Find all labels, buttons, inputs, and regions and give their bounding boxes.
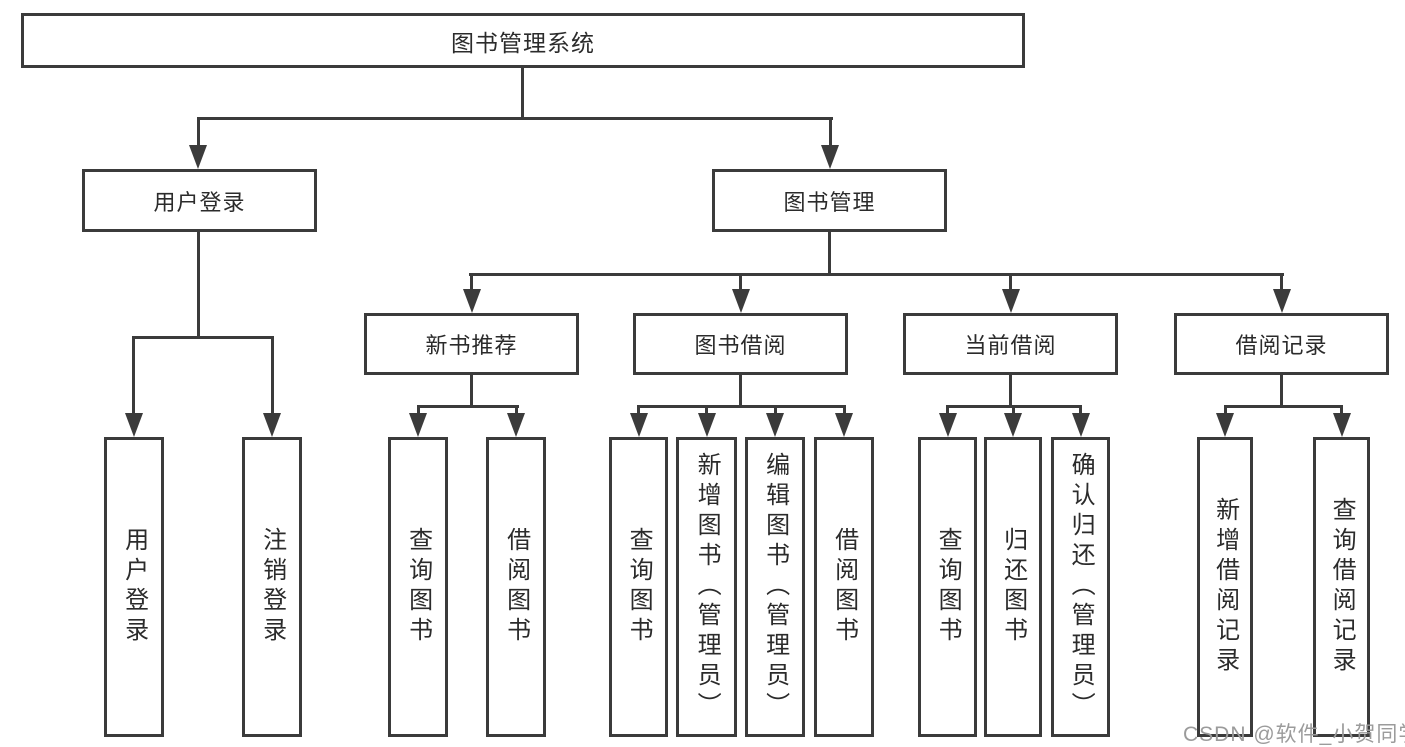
connector-stem bbox=[1079, 405, 1082, 415]
connector-root-trunk bbox=[521, 68, 524, 119]
connector-userlogin-trunk bbox=[197, 232, 200, 336]
connector-currentborrow-trunk bbox=[1009, 375, 1012, 407]
node-book-borrow: 图书借阅 bbox=[633, 313, 848, 375]
csdn-watermark: CSDN @软件_小贺同学 bbox=[1183, 723, 1405, 746]
node-label: 图书管理系统 bbox=[451, 29, 595, 56]
leaf-label: 查询图书 bbox=[934, 527, 962, 647]
leaf-newbook-query-books: 查询图书 bbox=[388, 437, 448, 737]
node-label: 图书管理 bbox=[783, 189, 876, 215]
leaf-label: 归还图书 bbox=[999, 527, 1027, 647]
node-book-management: 图书管理 bbox=[712, 169, 947, 232]
arrowhead-down-icon bbox=[1004, 413, 1022, 437]
leaf-current-query-books: 查询图书 bbox=[918, 437, 977, 737]
connector-bookmgmt-trunk bbox=[828, 232, 831, 276]
arrowhead-down-icon bbox=[630, 413, 648, 437]
leaf-current-return-books: 归还图书 bbox=[984, 437, 1042, 737]
connector-bookborrow-trunk bbox=[739, 375, 742, 407]
leaf-label: 确认归还（管理员） bbox=[1067, 452, 1095, 722]
arrowhead-down-icon bbox=[1333, 413, 1351, 437]
arrowhead-down-icon bbox=[463, 289, 481, 313]
arrowhead-down-icon bbox=[835, 413, 853, 437]
arrowhead-down-icon bbox=[939, 413, 957, 437]
connector-stem bbox=[417, 405, 420, 415]
arrowhead-down-icon bbox=[125, 413, 143, 437]
node-label: 借阅记录 bbox=[1235, 333, 1328, 358]
node-new-book-recommend: 新书推荐 bbox=[364, 313, 579, 375]
leaf-borrow-borrow-books: 借阅图书 bbox=[814, 437, 874, 737]
connector-root-crossbar bbox=[197, 117, 833, 120]
connector-stem bbox=[1340, 405, 1343, 415]
leaf-records-query-record: 查询借阅记录 bbox=[1313, 437, 1370, 737]
leaf-label: 注销登录 bbox=[258, 527, 286, 647]
connector-stem-user-login bbox=[197, 117, 200, 146]
arrowhead-down-icon bbox=[1216, 413, 1234, 437]
node-label: 用户登录 bbox=[153, 189, 246, 215]
node-label: 当前借阅 bbox=[964, 333, 1057, 358]
node-label: 新书推荐 bbox=[425, 333, 518, 358]
connector-stem bbox=[843, 405, 846, 415]
arrowhead-down-icon bbox=[821, 145, 839, 169]
leaf-label: 新增借阅记录 bbox=[1211, 497, 1239, 677]
node-root-library-system: 图书管理系统 bbox=[21, 13, 1025, 68]
connector-stem-logout bbox=[271, 336, 274, 415]
leaf-user-login: 用户登录 bbox=[104, 437, 164, 737]
leaf-label: 查询图书 bbox=[404, 527, 432, 647]
connector-newbooks-trunk bbox=[470, 375, 473, 407]
connector-stem bbox=[774, 405, 777, 415]
arrowhead-down-icon bbox=[189, 145, 207, 169]
connector-stem-book-borrow bbox=[739, 273, 742, 291]
connector-bookmgmt-crossbar bbox=[469, 273, 1284, 276]
arrowhead-down-icon bbox=[1002, 289, 1020, 313]
arrowhead-down-icon bbox=[1072, 413, 1090, 437]
leaf-label: 借阅图书 bbox=[830, 527, 858, 647]
connector-stem-book-mgmt bbox=[829, 117, 832, 146]
leaf-label: 查询图书 bbox=[625, 527, 653, 647]
connector-stem-borrow-records bbox=[1280, 273, 1283, 291]
leaf-borrow-edit-books-admin: 编辑图书（管理员） bbox=[745, 437, 805, 737]
leaf-records-add-record: 新增借阅记录 bbox=[1197, 437, 1253, 737]
connector-records-trunk bbox=[1280, 375, 1283, 407]
connector-stem bbox=[637, 405, 640, 415]
connector-stem-new-books bbox=[470, 273, 473, 291]
leaf-label: 新增图书（管理员） bbox=[693, 452, 721, 722]
arrowhead-down-icon bbox=[732, 289, 750, 313]
arrowhead-down-icon bbox=[409, 413, 427, 437]
connector-bookborrow-crossbar bbox=[637, 405, 846, 408]
leaf-borrow-query-books: 查询图书 bbox=[609, 437, 668, 737]
connector-stem bbox=[515, 405, 518, 415]
connector-stem-current-borrow bbox=[1009, 273, 1012, 291]
connector-userlogin-crossbar bbox=[132, 336, 274, 339]
arrowhead-down-icon bbox=[766, 413, 784, 437]
connector-records-crossbar bbox=[1224, 405, 1343, 408]
node-label: 图书借阅 bbox=[694, 333, 787, 358]
connector-stem bbox=[946, 405, 949, 415]
leaf-newbook-borrow-books: 借阅图书 bbox=[486, 437, 546, 737]
connector-newbooks-crossbar bbox=[417, 405, 519, 408]
connector-stem-login bbox=[132, 336, 135, 415]
node-user-login: 用户登录 bbox=[82, 169, 317, 232]
connector-stem bbox=[1224, 405, 1227, 415]
leaf-label: 查询借阅记录 bbox=[1328, 497, 1356, 677]
node-borrow-records: 借阅记录 bbox=[1174, 313, 1389, 375]
arrowhead-down-icon bbox=[1273, 289, 1291, 313]
arrowhead-down-icon bbox=[507, 413, 525, 437]
leaf-borrow-add-books-admin: 新增图书（管理员） bbox=[676, 437, 737, 737]
connector-stem bbox=[705, 405, 708, 415]
arrowhead-down-icon bbox=[263, 413, 281, 437]
leaf-logout: 注销登录 bbox=[242, 437, 302, 737]
leaf-label: 编辑图书（管理员） bbox=[761, 452, 789, 722]
leaf-current-confirm-return-admin: 确认归还（管理员） bbox=[1051, 437, 1110, 737]
connector-stem bbox=[1012, 405, 1015, 415]
node-current-borrow: 当前借阅 bbox=[903, 313, 1118, 375]
arrowhead-down-icon bbox=[698, 413, 716, 437]
leaf-label: 用户登录 bbox=[120, 527, 148, 647]
leaf-label: 借阅图书 bbox=[502, 527, 530, 647]
